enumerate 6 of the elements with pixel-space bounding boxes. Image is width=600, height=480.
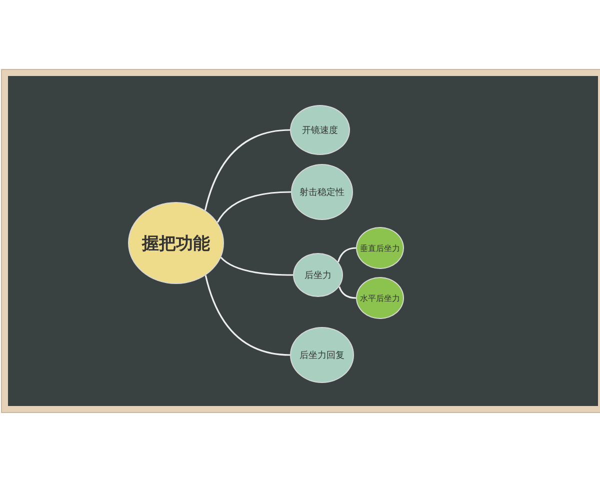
connector-line — [220, 256, 294, 276]
connector-line — [337, 247, 356, 262]
connector-line — [216, 191, 292, 223]
connector-line — [338, 286, 356, 299]
connector-line — [204, 275, 290, 356]
connector-line — [204, 129, 290, 211]
